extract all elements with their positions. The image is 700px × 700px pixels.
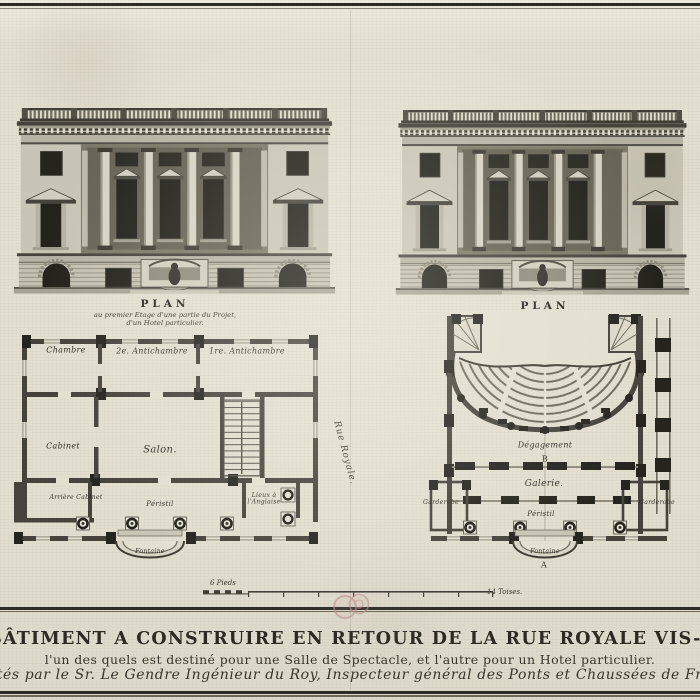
center-fold-crease [350, 10, 351, 690]
right-floor-plan-drawing [429, 312, 671, 559]
left-plan-staircase [223, 399, 261, 477]
left-plan-subtitle-2: d'un Hotel particulier. [126, 318, 204, 327]
room-label-peristil-left: Péristil [146, 500, 174, 508]
scale-pieds-label: 6 Pieds [210, 579, 236, 587]
theatre-side-walls [444, 316, 671, 534]
room-label-galerie: Galerie. [524, 479, 564, 489]
room-label-antichambre1: 1re. Antichambre [209, 346, 285, 356]
axis-line [544, 430, 546, 556]
left-plan-title: PLAN [140, 298, 190, 310]
left-plan-rear-rooms [14, 482, 300, 527]
room-label-lieux-line2: l'Anglaise [247, 498, 281, 506]
theatre-auditorium [446, 312, 644, 434]
left-plan-walls [21, 335, 319, 522]
room-label-fontaine-left: Fontaine [135, 547, 165, 555]
left-plan-title-block: PLAN au premier Etage d'une partie du Pr… [65, 298, 265, 328]
room-label-degagement: Dégagement [517, 440, 573, 450]
left-plan-subtitle-1: au premier Etage d'une partie du Projet, [93, 310, 237, 319]
room-label-garderobe-right: Garderobe [639, 498, 675, 506]
left-plan-portico [14, 516, 318, 559]
plate-title-line2: l'un des quels est destiné pour une Sall… [44, 652, 656, 667]
right-plan-title: PLAN [520, 300, 570, 312]
collection-stamp [333, 593, 370, 619]
plate-title-line3: Projettés par le Sr. Le Gendre Ingénieur… [0, 667, 700, 683]
scale-bar [203, 590, 494, 597]
right-plan-portico [431, 520, 667, 559]
top-border-line [0, 3, 700, 6]
street-label-rue-royale: Rue Royale. [331, 420, 358, 486]
room-label-antichambre2: 2e. Antichambre [116, 346, 188, 356]
bottom-border-line [0, 691, 700, 694]
title-block-top-rule-thin [0, 610, 700, 612]
plate-title-line1: DEUX CORPS DE BÂTIMENT A CONSTRUIRE EN R… [0, 629, 700, 649]
left-floor-plan-drawing [14, 335, 319, 559]
room-label-peristil-right: Péristil [527, 510, 555, 518]
point-label-b: B [541, 454, 549, 464]
top-border-thin-line [0, 8, 700, 9]
scale-toises-label: 14 Toises. [487, 588, 523, 596]
room-label-cabinet: Cabinet [46, 441, 80, 451]
room-label-fontaine-right: Fontaine [530, 547, 560, 555]
room-label-garderobe-left: Garderobe [423, 498, 459, 506]
corner-stair-pavilions [451, 314, 641, 353]
bottom-border-thin-line [0, 695, 700, 697]
right-elevation-drawing [394, 110, 691, 299]
point-label-a: A [540, 560, 548, 570]
garderobe-pavilions [429, 480, 669, 532]
room-label-arriere-cabinet: Arrière Cabinet [49, 493, 103, 501]
room-label-chambre: Chambre [46, 345, 86, 355]
left-elevation-drawing [12, 108, 337, 298]
room-label-salon: Salon. [143, 444, 177, 456]
room-label-lieux-line1: Lieux à [251, 491, 277, 499]
room-label-lieux: Lieux à l'Anglaise [247, 492, 280, 505]
